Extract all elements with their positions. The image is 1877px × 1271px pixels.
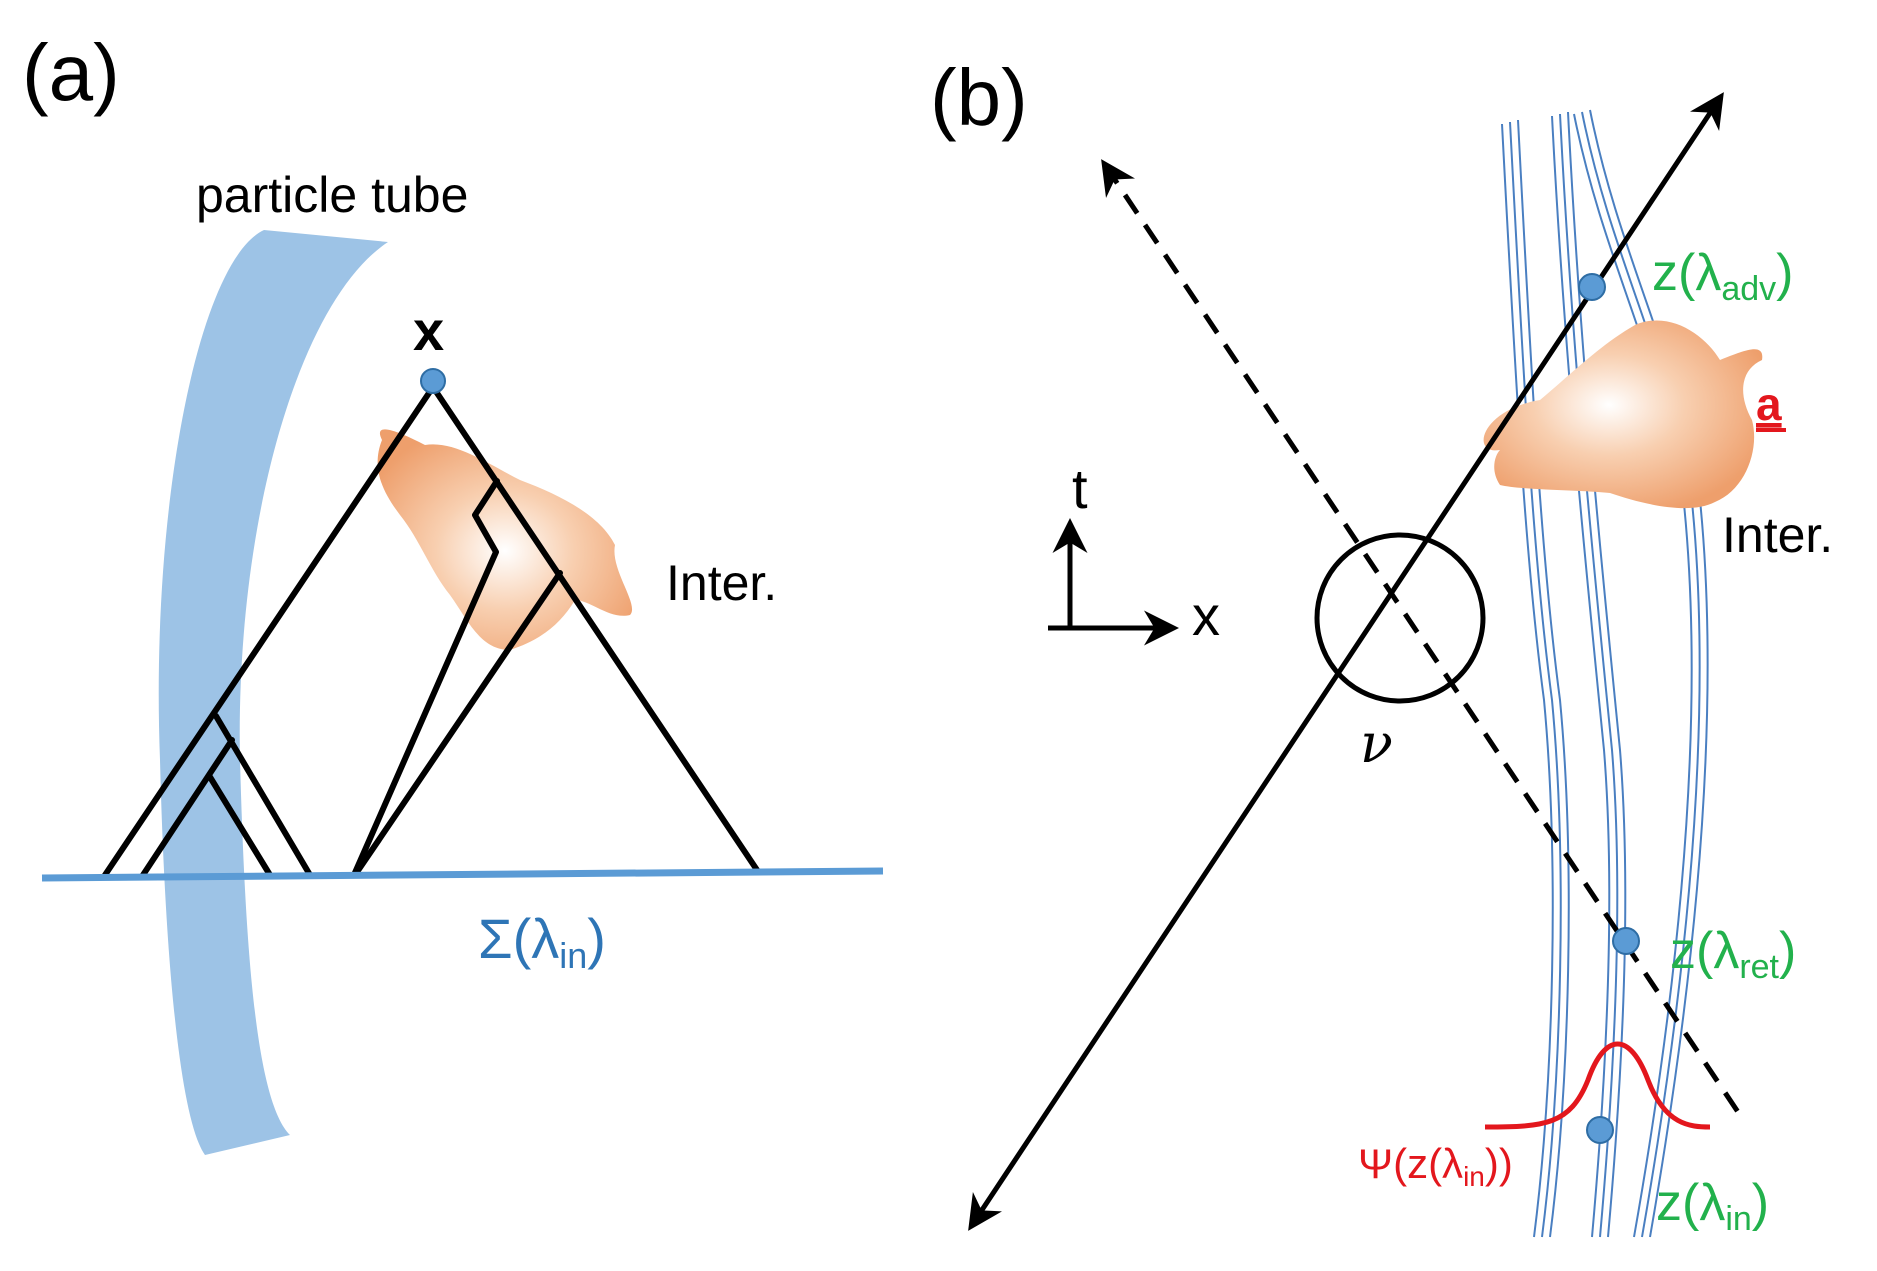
point-z-in — [1586, 1116, 1614, 1144]
wavefunction-curve — [1484, 1041, 1711, 1130]
dashed-light-line — [1101, 159, 1743, 1117]
panel-b-label: (b) — [930, 53, 1028, 142]
vertex-label: 𝜈 — [1360, 712, 1393, 775]
panel-a-label: (a) — [22, 28, 120, 117]
particle-tube — [158, 230, 388, 1155]
axis-x-label: x — [1192, 584, 1220, 647]
surface-sigma-label: Σ(λin) — [478, 907, 606, 976]
interaction-label-b: Inter. — [1722, 507, 1833, 563]
surface-sigma — [41, 867, 884, 882]
axis-t-label: t — [1072, 457, 1088, 520]
interaction-label-a: Inter. — [666, 555, 777, 611]
tree-inner-zigzag — [351, 478, 500, 878]
panel-a: (a) particle tube Inter. x Σ(λin) — [22, 28, 884, 1155]
tree-inner-branch — [352, 570, 563, 878]
point-x-label: x — [413, 299, 444, 362]
a-label: a — [1756, 378, 1782, 430]
particle-tube-label: particle tube — [196, 167, 468, 223]
solid-light-line — [968, 92, 1724, 1231]
point-x — [420, 368, 446, 394]
point-z-adv — [1578, 273, 1606, 301]
panel-b: (b) t x 𝜈 — [930, 53, 1833, 1238]
point-z-ret — [1612, 927, 1640, 955]
tree-right-edge — [430, 384, 760, 873]
axes-icon: t x — [1048, 457, 1220, 647]
interaction-blob-a — [377, 429, 633, 650]
tree-left-subbranch-1 — [140, 737, 235, 878]
z-in-label: z(λin) — [1656, 1174, 1769, 1238]
vertex-circle — [1314, 532, 1486, 704]
z-ret-label: z(λret) — [1670, 922, 1796, 986]
tree-left-subbranch-2 — [207, 774, 273, 878]
psi-label: Ψ(z(λin)) — [1358, 1140, 1513, 1192]
interaction-blob-b — [1483, 320, 1763, 509]
z-adv-label: z(λadv) — [1652, 244, 1793, 308]
path-tree — [102, 384, 760, 878]
tree-left-edge — [102, 384, 436, 878]
